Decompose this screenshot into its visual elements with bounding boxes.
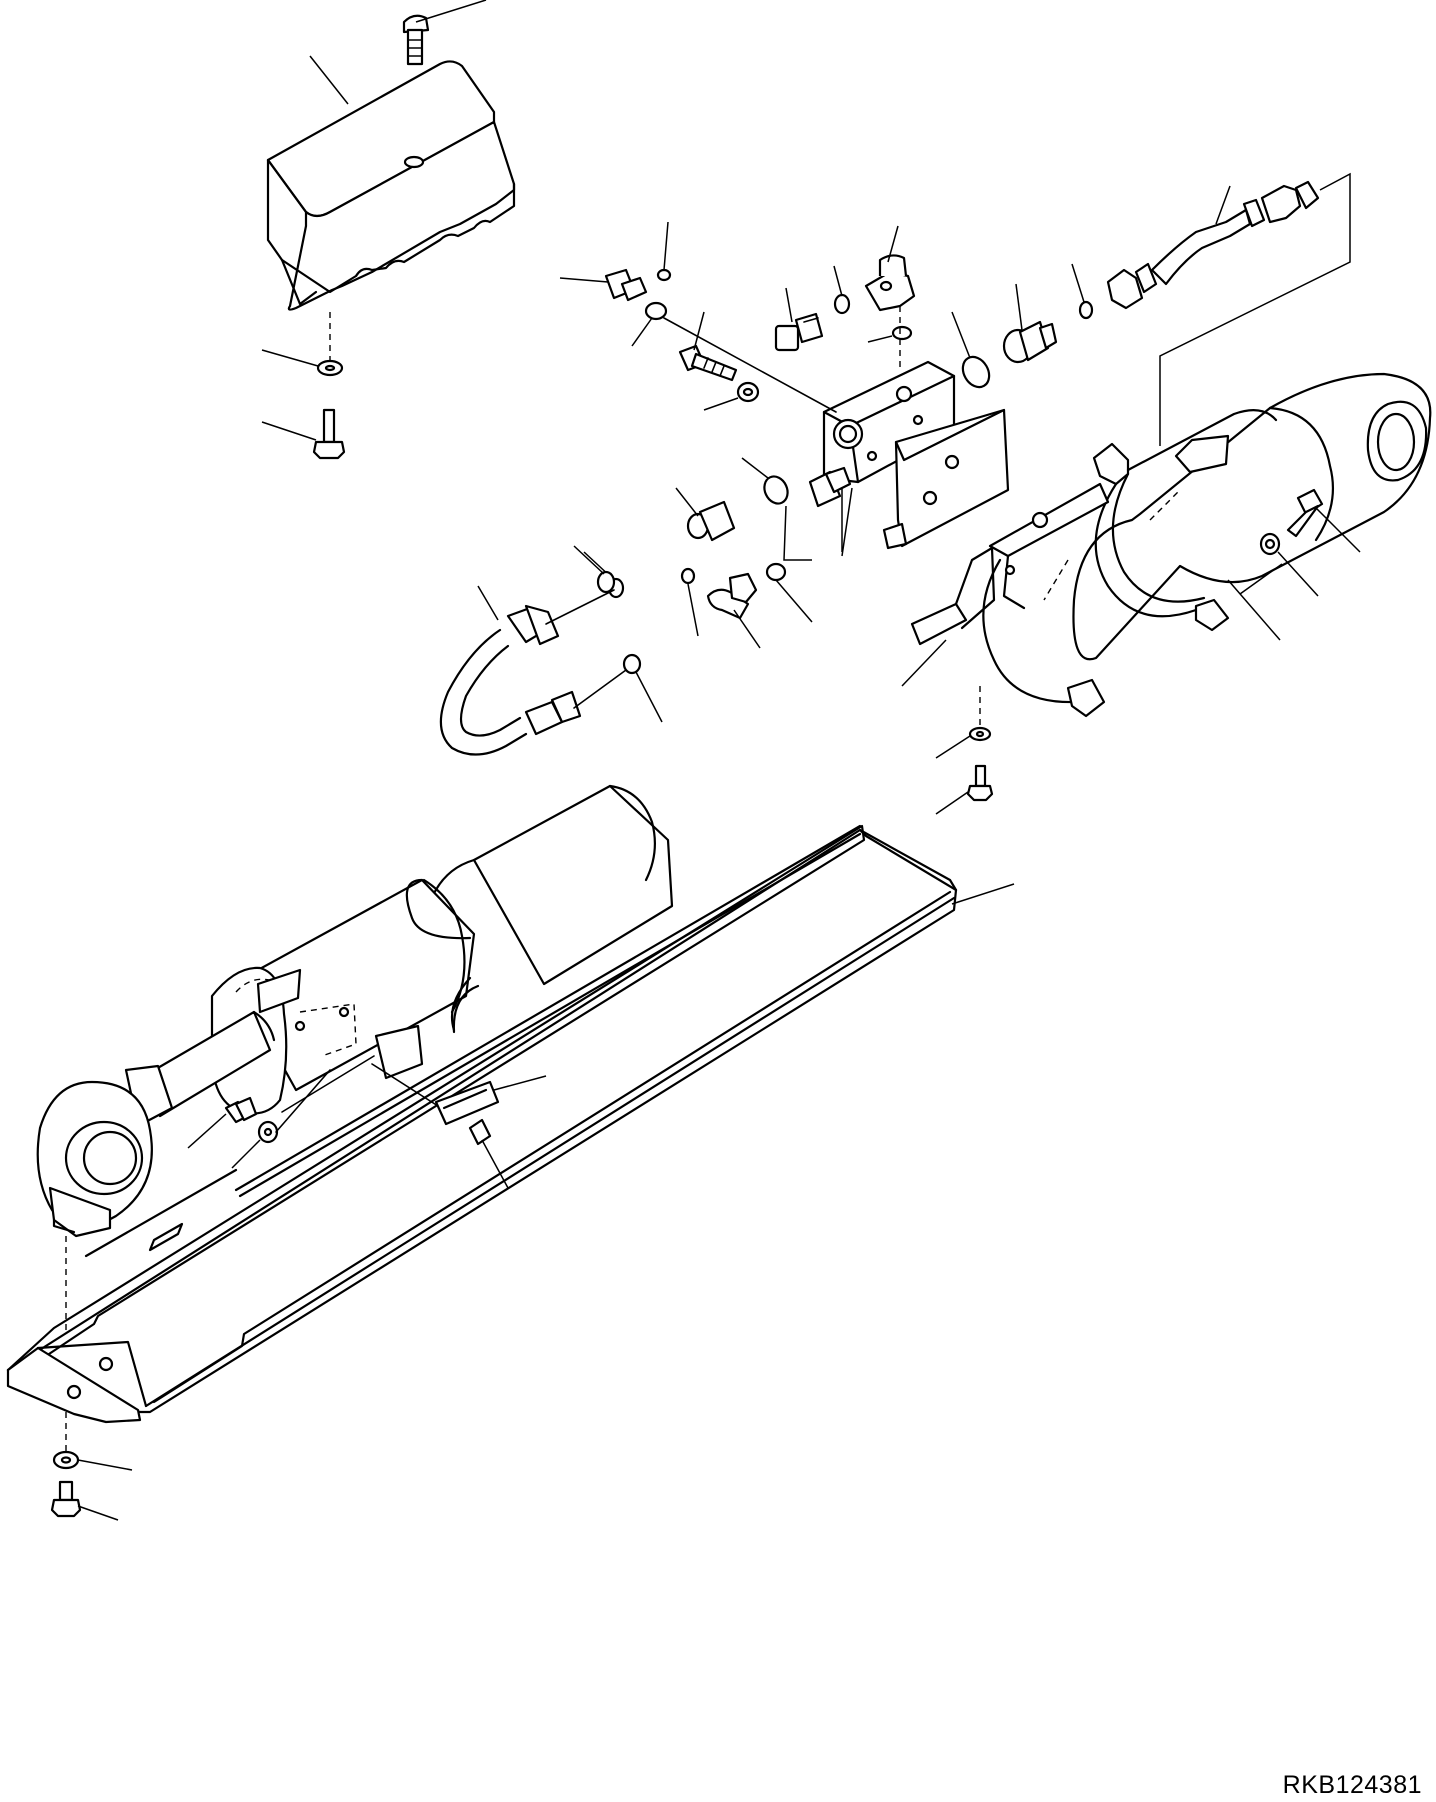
adapter-fitting-right bbox=[1002, 320, 1058, 364]
hydraulic-cylinder-upper bbox=[1072, 372, 1432, 661]
o-ring-elbow bbox=[891, 325, 913, 341]
clamp-hex-bolt bbox=[1286, 488, 1324, 538]
rod-eye-end bbox=[36, 1080, 153, 1238]
bolt-washer bbox=[736, 381, 760, 403]
flexible-hose bbox=[1106, 180, 1320, 310]
wear-pad bbox=[374, 1024, 500, 1126]
clamp-washer bbox=[1259, 532, 1281, 556]
o-ring-hose bbox=[1078, 300, 1094, 320]
adapter-fitting-lower-left bbox=[686, 500, 736, 542]
o-ring-elbow-lower bbox=[765, 562, 787, 582]
o-ring-small bbox=[656, 268, 672, 282]
pressure-switch bbox=[774, 312, 824, 352]
o-ring-lower bbox=[763, 475, 789, 505]
socket-bolt bbox=[678, 344, 738, 382]
wear-pad-nut bbox=[468, 1118, 492, 1146]
cylinder-mount-bracket bbox=[910, 482, 1110, 718]
bracket-washer bbox=[968, 726, 992, 742]
o-ring bbox=[644, 301, 668, 321]
channel-bolt bbox=[50, 1480, 82, 1518]
cover-washer bbox=[316, 359, 344, 377]
o-ring-hose-left bbox=[596, 570, 616, 594]
o-ring-switch bbox=[833, 293, 851, 315]
hose-tube-assembly bbox=[439, 604, 582, 756]
elbow-fitting-lower bbox=[706, 572, 758, 620]
drawing-reference-code: RKB124381 bbox=[1282, 1771, 1422, 1799]
bracket-bolt bbox=[966, 764, 994, 802]
check-fitting bbox=[808, 466, 852, 508]
o-ring-large bbox=[961, 355, 991, 389]
elbow-fitting-top bbox=[864, 254, 916, 312]
cover-bolt-bottom bbox=[312, 408, 346, 460]
hydraulic-cylinder-tube bbox=[234, 784, 674, 1092]
straight-connector-left bbox=[604, 268, 648, 302]
o-ring-hose-lower bbox=[622, 653, 642, 675]
cylinder-cover-guard bbox=[266, 60, 516, 311]
valve-mounting-plate bbox=[882, 408, 1010, 550]
cylinder-clamp-band-right bbox=[1092, 409, 1278, 632]
cover-screw-top bbox=[402, 14, 430, 66]
channel-washer bbox=[52, 1450, 80, 1470]
bleed-washer bbox=[257, 1120, 279, 1144]
bleed-screw bbox=[224, 1096, 258, 1124]
o-ring-tiny bbox=[680, 567, 696, 585]
